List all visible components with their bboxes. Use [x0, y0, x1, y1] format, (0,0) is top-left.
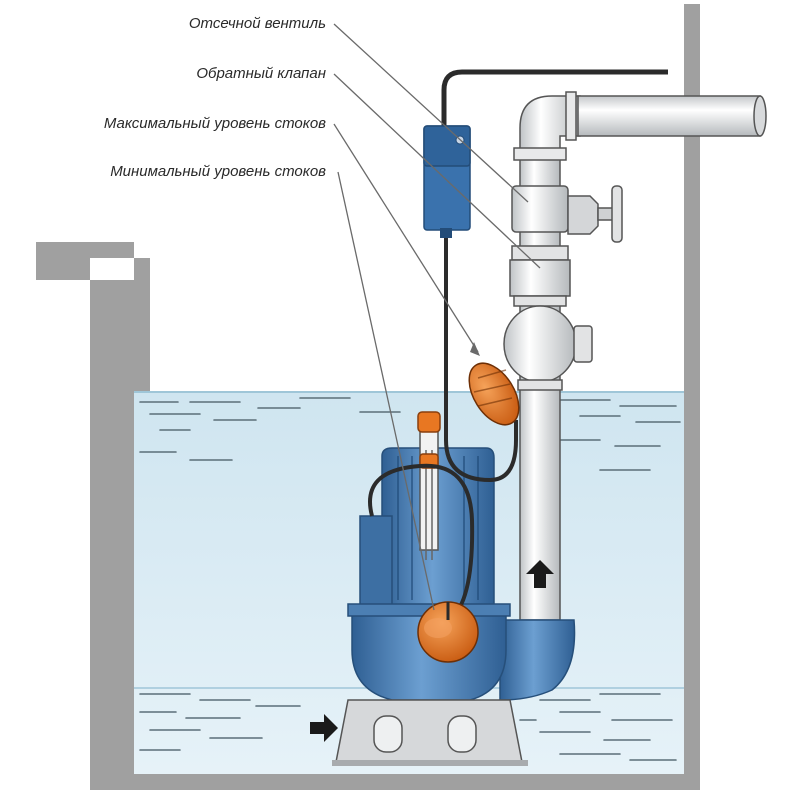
shutoff-valve-handwheel	[611, 185, 623, 243]
pipe-coupling	[513, 147, 567, 161]
shutoff-valve-body	[511, 185, 569, 233]
control-box-bottom-gland	[440, 228, 452, 238]
vertical-float-switch	[417, 411, 441, 560]
leader-check-valve	[333, 73, 541, 269]
control-cable	[444, 238, 518, 483]
float-highlight	[424, 618, 452, 638]
label-check-valve: Обратный клапан	[196, 65, 326, 82]
pump-strainer-base	[335, 699, 523, 763]
float-switch-tube	[419, 429, 439, 551]
cable-end-dash: –	[654, 63, 662, 79]
max-level-float	[468, 362, 520, 426]
pipe-flange	[565, 91, 577, 141]
pump-power-cable	[368, 463, 475, 622]
float-ribs	[473, 369, 513, 407]
callout-labels: Отсечной вентиль Обратный клапан Максима…	[104, 15, 326, 180]
ball-check-housing	[503, 305, 577, 383]
float-body	[468, 362, 520, 426]
pit-wall-left-column	[36, 242, 90, 280]
leader-lines	[333, 23, 541, 611]
label-shutoff-valve: Отсечной вентиль	[189, 15, 326, 32]
ball-check-cap	[573, 325, 593, 363]
leader-min-level	[337, 171, 435, 611]
shutoff-valve-stem	[567, 195, 599, 235]
power-cable	[441, 69, 668, 128]
pump-inlet-slot	[373, 715, 403, 753]
pit-wall-left	[90, 280, 134, 790]
pump-foot	[332, 760, 528, 766]
pit-walls	[36, 4, 700, 790]
leader-max-level	[333, 123, 479, 353]
horizontal-pipe	[577, 95, 761, 137]
pump-inlet-slot	[447, 715, 477, 753]
inlet-flow-arrow-icon	[310, 714, 338, 742]
check-valve-nut-top	[511, 245, 569, 261]
label-max-level: Максимальный уровень стоков	[104, 115, 326, 132]
discharge-pipe	[503, 91, 767, 621]
check-valve-body	[509, 259, 571, 297]
ball-check-lower-joint	[517, 379, 563, 391]
min-level-float	[417, 601, 479, 663]
control-box	[423, 125, 471, 238]
pump-cable-sleeve	[359, 515, 393, 611]
leader-shutoff-valve	[333, 23, 529, 203]
water-texture-dashes	[139, 397, 681, 761]
check-valve-nut-bottom	[513, 295, 567, 307]
max-level-arrow-icon	[470, 342, 480, 356]
upward-flow-arrow-icon	[526, 560, 554, 588]
control-box-lid	[423, 125, 471, 167]
float-switch-top-cap	[417, 411, 441, 433]
label-min-level: Минимальный уровень стоков	[110, 163, 326, 180]
pipe-end	[753, 95, 767, 137]
